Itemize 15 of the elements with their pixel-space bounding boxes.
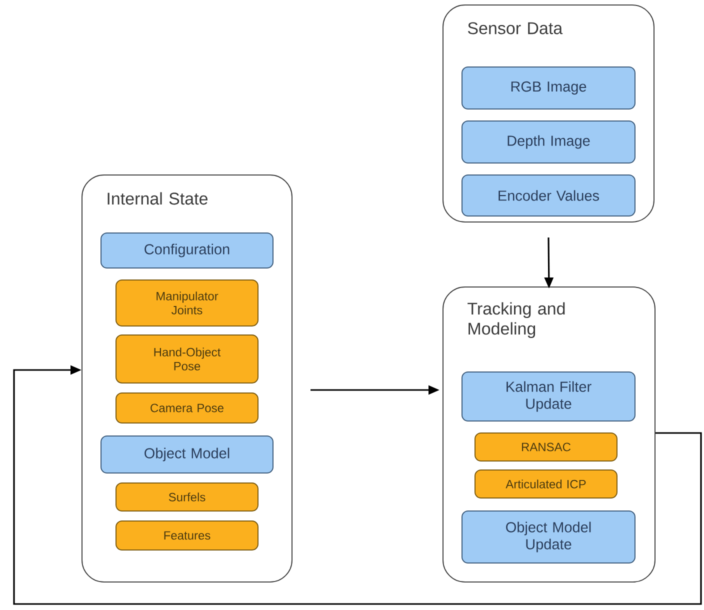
process-box: Encoder Values (462, 174, 636, 216)
process-box: Kalman Filter Update (462, 372, 636, 422)
component-box: RANSAC (474, 432, 618, 462)
component-box: Features (116, 520, 258, 550)
component-box: Hand-Object Pose (116, 334, 258, 384)
arrow (13, 365, 702, 605)
process-box: Object Model Update (462, 510, 636, 564)
component-box: Surfels (116, 482, 258, 512)
process-box: RGB Image (462, 66, 636, 110)
component-box: Articulated ICP (474, 470, 618, 498)
process-box: Object Model (100, 436, 274, 474)
component-box: Camera Pose (116, 392, 258, 424)
process-box: Depth Image (462, 120, 636, 164)
component-box: Manipulator Joints (116, 280, 258, 326)
process-box: Configuration (100, 232, 274, 268)
